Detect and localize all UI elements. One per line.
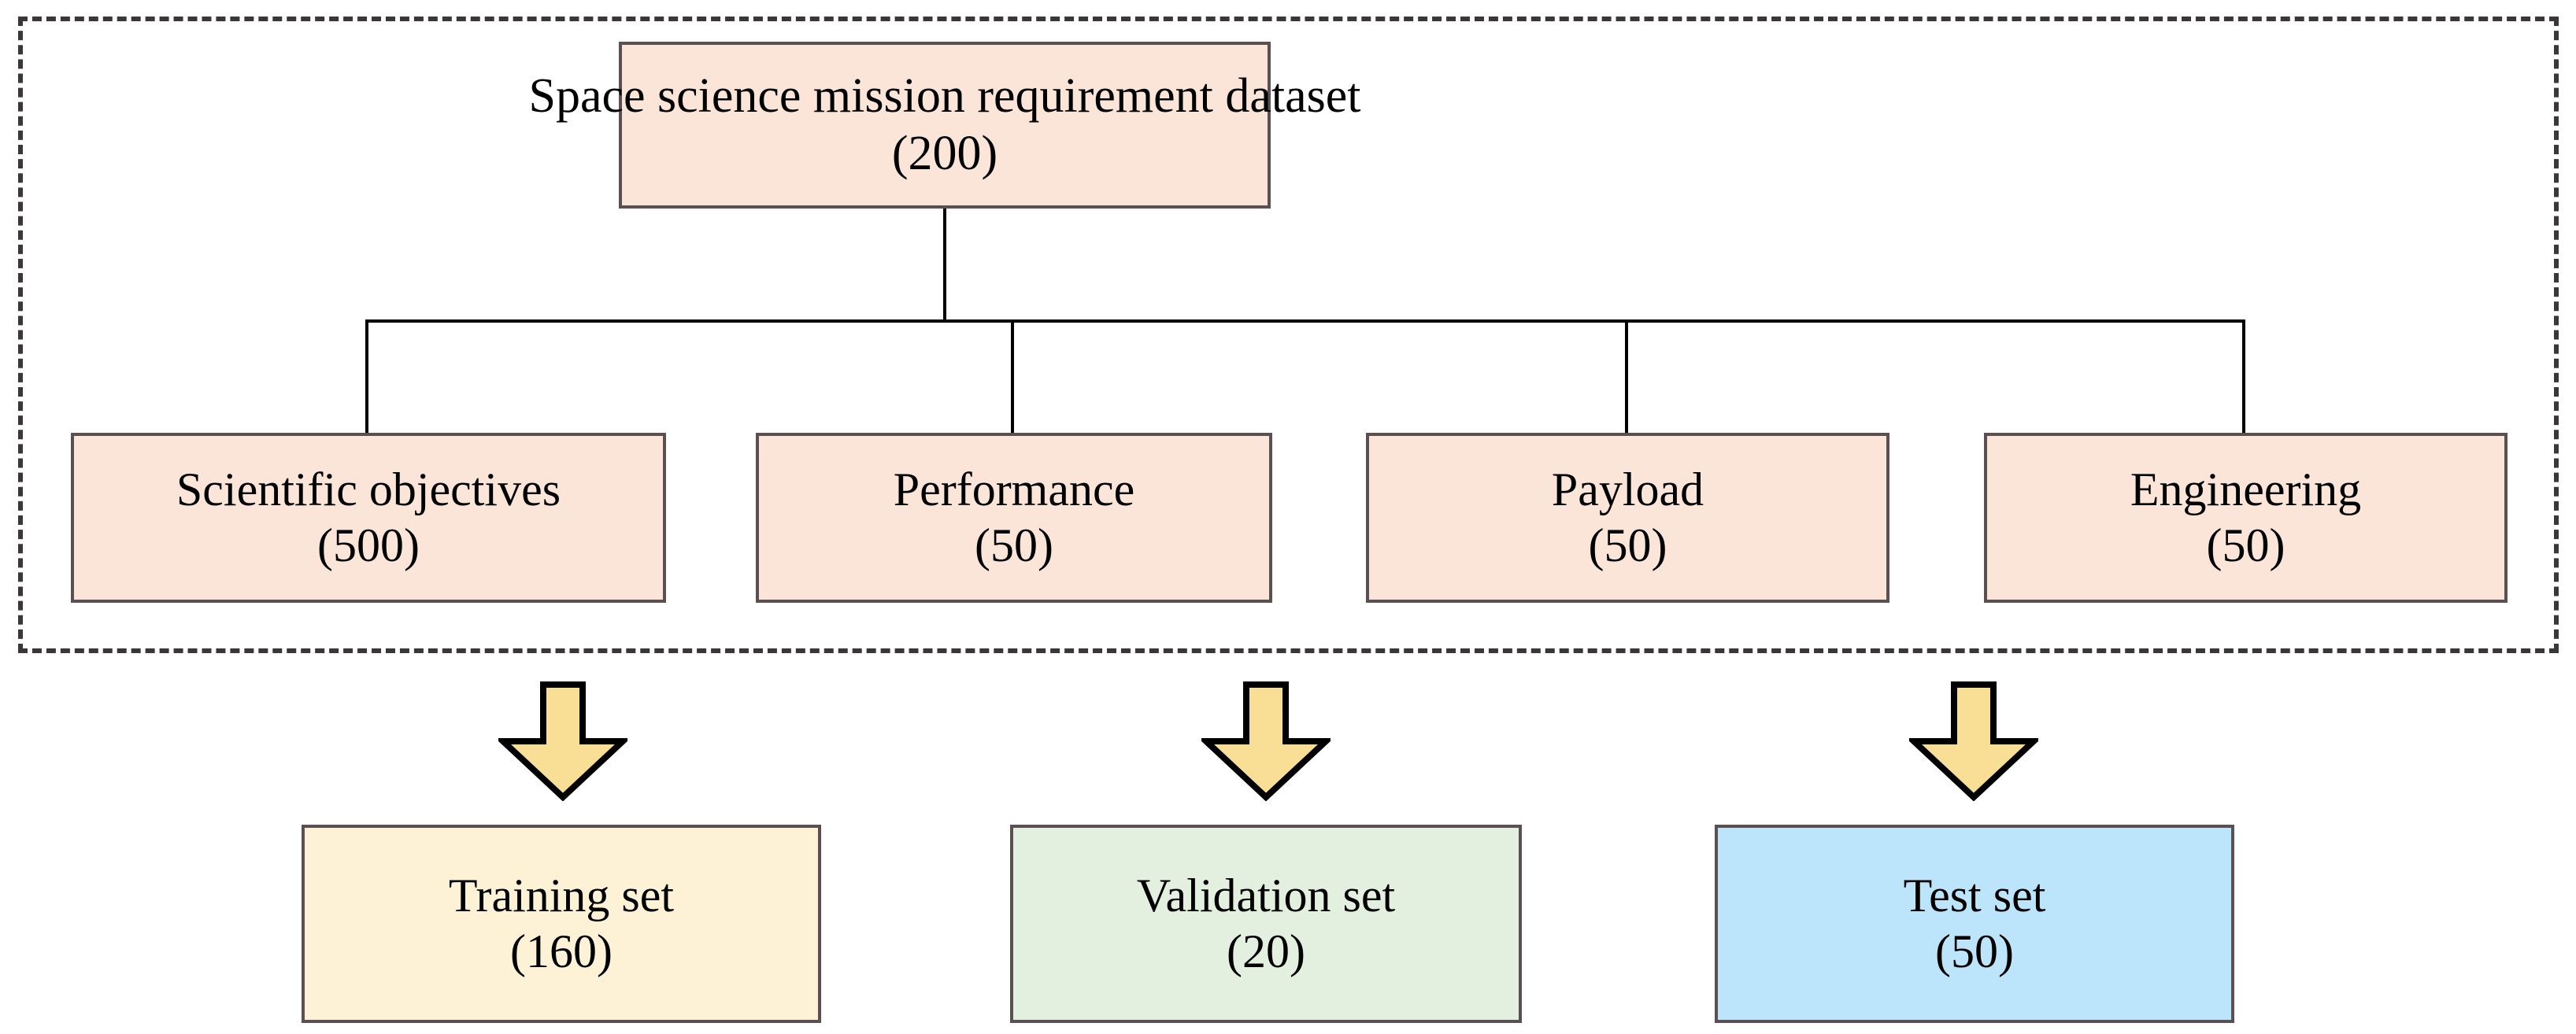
node-validation-set[interactable]: Validation set (20) [1010,825,1522,1023]
arrow-to-training [498,681,627,801]
node-scientific-objectives-count: (500) [317,519,420,571]
node-engineering-label: Engineering [2130,463,2362,516]
node-root-count: (200) [891,127,998,180]
node-performance-count: (50) [975,519,1053,571]
node-training-set-label: Training set [448,870,675,922]
node-payload[interactable]: Payload (50) [1366,433,1889,603]
node-scientific-objectives[interactable]: Scientific objectives (500) [71,433,666,603]
node-training-set-count: (160) [510,925,613,977]
connector-drop-scientific-objectives [365,319,368,434]
node-training-set[interactable]: Training set (160) [302,825,821,1023]
node-root-dataset[interactable]: Space science mission requirement datase… [528,42,1361,209]
connector-drop-engineering [2242,319,2245,434]
node-test-set-label: Test set [1903,870,2046,922]
arrow-to-validation [1201,681,1331,801]
connector-root-stem [943,209,946,323]
node-engineering[interactable]: Engineering (50) [1984,433,2508,603]
node-validation-set-count: (20) [1227,925,1305,977]
node-test-set-count: (50) [1935,925,2014,977]
connector-distribution-bar [367,319,2245,323]
node-performance-label: Performance [893,463,1135,516]
node-payload-label: Payload [1551,463,1704,516]
connector-drop-performance [1011,319,1014,434]
node-payload-count: (50) [1588,519,1667,571]
dataset-group-frame [18,17,2559,653]
node-test-set[interactable]: Test set (50) [1715,825,2234,1023]
arrow-to-test [1909,681,2038,801]
node-validation-set-label: Validation set [1136,870,1396,922]
node-scientific-objectives-label: Scientific objectives [176,463,561,516]
node-performance[interactable]: Performance (50) [756,433,1272,603]
connector-drop-payload [1625,319,1628,434]
node-engineering-count: (50) [2206,519,2285,571]
node-root-label: Space science mission requirement datase… [528,68,1361,123]
